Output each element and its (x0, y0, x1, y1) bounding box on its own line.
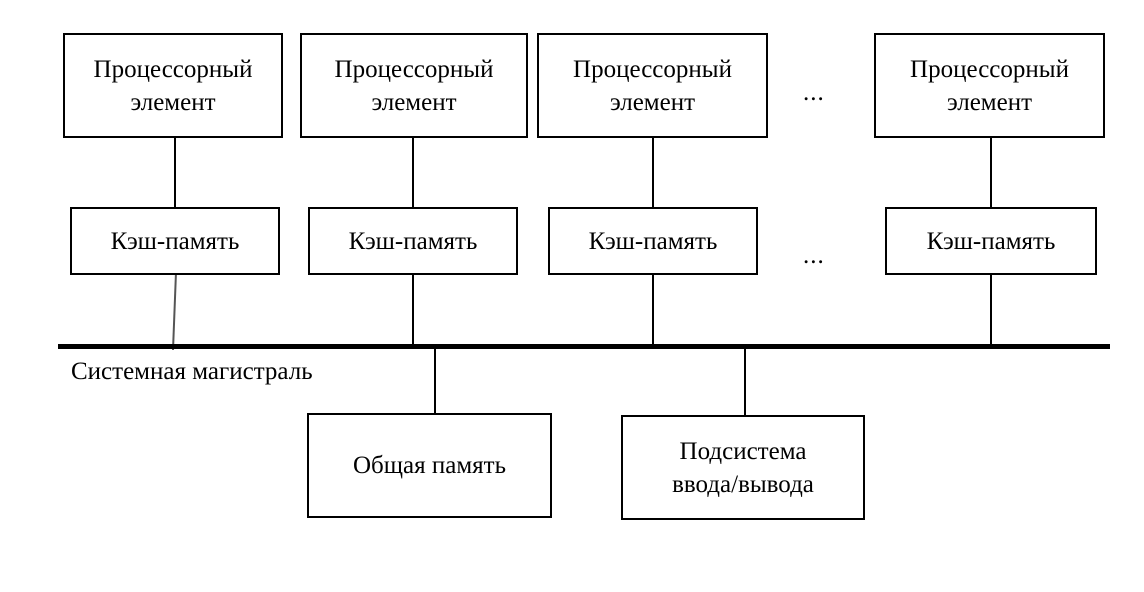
cache-memory-1: Кэш-память (70, 207, 280, 275)
system-bus-line (58, 344, 1110, 349)
cache-memory-1-label: Кэш-память (110, 227, 240, 255)
connector-pe3-cache3 (652, 136, 654, 209)
processor-element-3: Процессорный элемент (537, 33, 768, 138)
cache-memory-3: Кэш-память (548, 207, 758, 275)
processor-element-1: Процессорный элемент (63, 33, 283, 138)
connector-cache3-bus (652, 273, 654, 349)
io-subsystem-node: Подсистема ввода/вывода (621, 415, 865, 520)
processor-row-ellipsis-icon: ... (803, 79, 825, 106)
system-bus-label: Системная магистраль (71, 358, 313, 385)
cache-memory-4-label: Кэш-память (926, 227, 1056, 255)
cache-row-ellipsis-icon: ... (803, 242, 825, 269)
cache-memory-4: Кэш-память (885, 207, 1097, 275)
connector-cache2-bus (412, 273, 414, 349)
io-subsystem-label: Подсистема ввода/вывода (672, 437, 814, 498)
cache-memory-2: Кэш-память (308, 207, 518, 275)
connector-bus-shared-memory (434, 348, 436, 414)
connector-pe4-cache4 (990, 136, 992, 209)
processor-element-3-label: Процессорный элемент (573, 55, 732, 116)
processor-element-1-label: Процессорный элемент (93, 55, 253, 116)
connector-pe2-cache2 (412, 136, 414, 209)
shared-memory-node: Общая память (307, 413, 552, 518)
connector-bus-io-subsystem (744, 348, 746, 416)
connector-cache4-bus (990, 273, 992, 349)
connector-pe1-cache1 (174, 136, 176, 209)
cache-memory-2-label: Кэш-память (348, 227, 478, 255)
processor-element-4-label: Процессорный элемент (910, 55, 1069, 116)
cache-memory-3-label: Кэш-память (588, 227, 718, 255)
processor-element-2: Процессорный элемент (300, 33, 528, 138)
connector-cache1-bus (172, 271, 177, 351)
processor-element-2-label: Процессорный элемент (334, 55, 494, 116)
shared-memory-label: Общая память (353, 452, 506, 479)
processor-element-4: Процессорный элемент (874, 33, 1105, 138)
